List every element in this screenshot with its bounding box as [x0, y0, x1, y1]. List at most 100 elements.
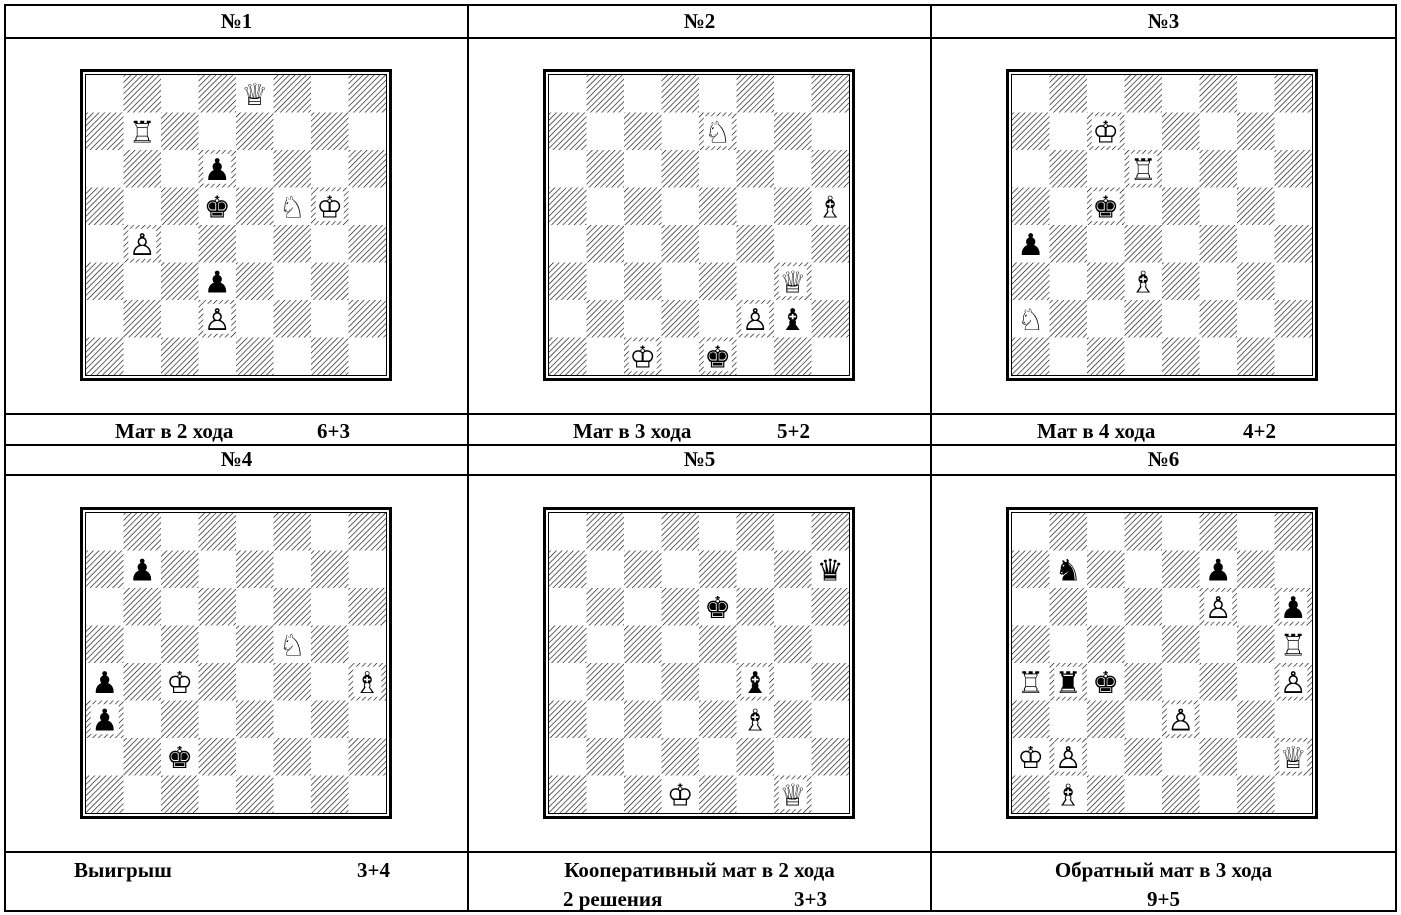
- dark-square: [1012, 551, 1050, 589]
- problem-number: №3: [932, 11, 1395, 32]
- black-pawn-icon: ♟: [91, 703, 118, 738]
- black-rook-icon: ♜: [1055, 666, 1082, 701]
- chess-diagram: ♘♗♕♙♝♔♚: [543, 69, 855, 381]
- white-pawn-icon: ♙: [1280, 666, 1307, 701]
- dark-square: [1012, 776, 1050, 814]
- dark-square: [587, 738, 625, 776]
- dark-square: [587, 225, 625, 263]
- dark-square: [349, 588, 387, 626]
- dark-square: [774, 626, 812, 664]
- dark-square: [662, 513, 700, 551]
- dark-square: [1200, 225, 1238, 263]
- dark-square: [311, 113, 349, 151]
- dark-square: [812, 75, 850, 113]
- table-border-right: [1395, 4, 1397, 912]
- dark-square: [1275, 150, 1313, 188]
- dark-square: [236, 701, 274, 739]
- caption-rule-bottom: [4, 851, 1397, 853]
- dark-square: [199, 225, 237, 263]
- dark-square: [662, 225, 700, 263]
- dark-square: [549, 113, 587, 151]
- caption-rule-top: [4, 413, 1397, 415]
- white-king-icon: ♔: [667, 778, 694, 813]
- table-border-top: [4, 4, 1397, 6]
- black-king-icon: ♚: [1092, 190, 1119, 225]
- chess-diagram: ♛♚♝♗♔♕: [543, 507, 855, 819]
- white-queen-icon: ♕: [241, 78, 268, 113]
- white-king-icon: ♔: [1017, 741, 1044, 776]
- dark-square: [1050, 150, 1088, 188]
- dark-square: [549, 338, 587, 376]
- dark-square: [587, 663, 625, 701]
- dark-square: [1275, 225, 1313, 263]
- dark-square: [812, 300, 850, 338]
- dark-square: [236, 551, 274, 589]
- black-pawn-icon: ♟: [1205, 553, 1232, 588]
- dark-square: [549, 188, 587, 226]
- white-rook-icon: ♖: [129, 115, 156, 150]
- problem-number: №1: [6, 11, 467, 32]
- black-pawn-icon: ♟: [204, 265, 231, 300]
- dark-square: [587, 300, 625, 338]
- dark-square: [1275, 300, 1313, 338]
- white-knight-icon: ♘: [279, 190, 306, 225]
- dark-square: [274, 588, 312, 626]
- dark-square: [1162, 776, 1200, 814]
- problem-number: №2: [469, 11, 930, 32]
- white-knight-icon: ♘: [1017, 303, 1044, 338]
- dark-square: [624, 626, 662, 664]
- dark-square: [124, 513, 162, 551]
- dark-square: [236, 776, 274, 814]
- dark-square: [587, 150, 625, 188]
- dark-square: [699, 701, 737, 739]
- dark-square: [274, 150, 312, 188]
- white-bishop-icon: ♗: [742, 703, 769, 738]
- dark-square: [1012, 338, 1050, 376]
- dark-square: [774, 188, 812, 226]
- material-count: 3+4: [357, 860, 390, 881]
- dark-square: [624, 113, 662, 151]
- dark-square: [1200, 663, 1238, 701]
- white-king-icon: ♔: [629, 340, 656, 375]
- dark-square: [1125, 225, 1163, 263]
- dark-square: [699, 626, 737, 664]
- dark-square: [1050, 300, 1088, 338]
- dark-square: [549, 263, 587, 301]
- dark-square: [274, 225, 312, 263]
- dark-square: [1237, 626, 1275, 664]
- dark-square: [1087, 701, 1125, 739]
- dark-square: [587, 513, 625, 551]
- black-king-icon: ♚: [1092, 666, 1119, 701]
- dark-square: [86, 113, 124, 151]
- dark-square: [311, 701, 349, 739]
- white-pawn-icon: ♙: [204, 303, 231, 338]
- chess-diagram: ♞♟♙♟♖♖♜♚♙♙♔♙♕♗: [1006, 507, 1318, 819]
- white-queen-icon: ♕: [779, 778, 806, 813]
- dark-square: [1087, 263, 1125, 301]
- dark-square: [1012, 188, 1050, 226]
- dark-square: [1087, 551, 1125, 589]
- dark-square: [161, 113, 199, 151]
- stipulation-detail: 2 решения: [563, 889, 662, 910]
- dark-square: [199, 588, 237, 626]
- dark-square: [1050, 225, 1088, 263]
- dark-square: [199, 738, 237, 776]
- dark-square: [699, 776, 737, 814]
- dark-square: [1012, 701, 1050, 739]
- dark-square: [737, 588, 775, 626]
- black-king-icon: ♚: [704, 340, 731, 375]
- dark-square: [1237, 551, 1275, 589]
- problem-number: №6: [932, 449, 1395, 470]
- dark-square: [549, 776, 587, 814]
- dark-square: [1200, 300, 1238, 338]
- dark-square: [624, 701, 662, 739]
- dark-square: [199, 663, 237, 701]
- dark-square: [1012, 113, 1050, 151]
- dark-square: [311, 263, 349, 301]
- dark-square: [662, 75, 700, 113]
- material-count: 9+5: [932, 889, 1395, 910]
- white-rook-icon: ♖: [1017, 666, 1044, 701]
- dark-square: [1200, 513, 1238, 551]
- dark-square: [812, 150, 850, 188]
- black-queen-icon: ♛: [817, 553, 844, 588]
